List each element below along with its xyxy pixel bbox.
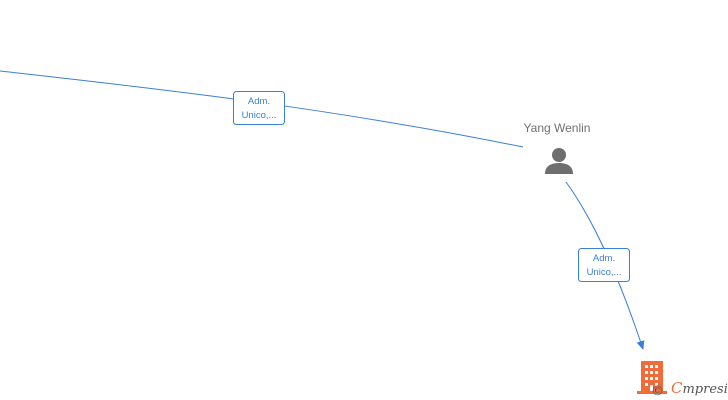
edge-line-2	[565, 181, 645, 350]
person-name: Yang Wenlin	[524, 121, 591, 135]
edge-label-1-line-1: Adm.	[248, 96, 270, 107]
brand-name: Cmpresia	[671, 379, 728, 397]
edge-label-1-line-2: Unico,...	[242, 110, 277, 121]
edge-label-1-box	[233, 91, 285, 125]
person-icon	[545, 148, 573, 174]
company-node[interactable]	[637, 361, 667, 394]
brand-initial: C	[671, 379, 683, 397]
building-icon	[637, 361, 667, 394]
person-node[interactable]: Yang Wenlin	[524, 121, 591, 174]
edge-label-2-box	[578, 248, 630, 282]
brand-copyright: ©	[651, 384, 664, 399]
edge-label-2-line-2: Unico,...	[587, 267, 622, 278]
brand-logo: © Cmpresia	[651, 379, 728, 399]
edge-label-2[interactable]: Adm. Unico,...	[578, 248, 630, 282]
brand-rest: mpresia	[682, 382, 728, 397]
edge-label-1[interactable]: Adm. Unico,...	[233, 91, 285, 125]
edge-label-2-line-1: Adm.	[593, 253, 615, 264]
